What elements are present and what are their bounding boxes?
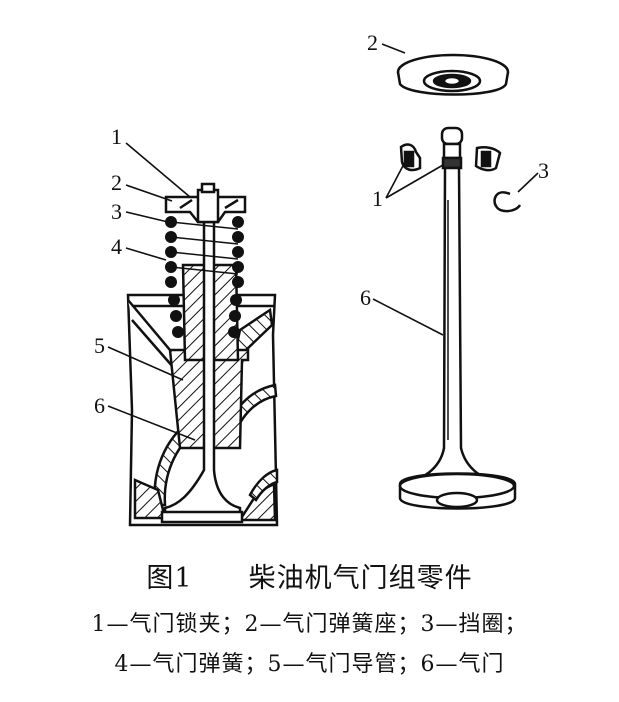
callout-2-right: 2 (367, 30, 378, 55)
valve-section (160, 198, 244, 524)
right-leader-lines (372, 43, 539, 336)
figure-number: 图1 (146, 563, 193, 594)
callout-3-left: 3 (111, 199, 122, 224)
callout-5-left: 5 (94, 333, 105, 358)
callout-2-left: 2 (111, 170, 122, 195)
spring-seat-section (164, 182, 247, 224)
figure-title: 柴油机气门组零件 (248, 563, 473, 594)
legend-line-1: 1—气门锁夹；2—气门弹簧座；3—挡圈； (91, 612, 528, 637)
valve-3d (398, 126, 517, 510)
callout-1-right: 1 (372, 186, 383, 211)
callout-6-right: 6 (360, 285, 371, 310)
left-leader-lines (107, 142, 196, 441)
valve-assembly-diagram: 1 2 3 4 5 6 2 1 3 6 (94, 30, 549, 527)
collets-3d (399, 143, 502, 172)
callout-6-left: 6 (94, 393, 105, 418)
retainer-ring-3d (493, 191, 522, 213)
spring-seat-3d (396, 53, 510, 96)
figure-caption: 图1 柴油机气门组零件 (0, 562, 619, 596)
callout-3-right: 3 (538, 158, 549, 183)
legend-line-2: 4—气门弹簧；5—气门导管；6—气门 (114, 652, 505, 677)
callout-4-left: 4 (111, 234, 122, 259)
diagram-drawing (107, 43, 539, 527)
callout-1-left: 1 (111, 124, 122, 149)
